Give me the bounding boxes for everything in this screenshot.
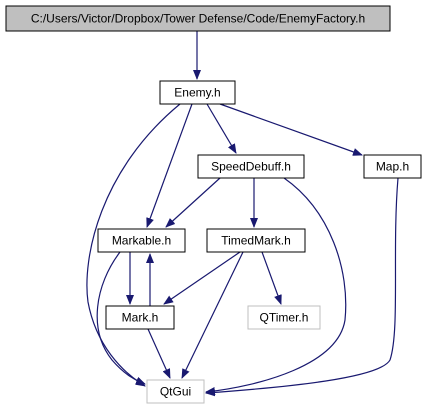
edge-enemy-to-map [219, 103, 363, 156]
node-map-label: Map.h [376, 160, 409, 174]
edge-timedmark-to-mark [163, 251, 241, 305]
edge-markable-to-qtgui [96, 251, 146, 385]
edge-map-to-qtgui [205, 177, 399, 397]
node-timedmark-box [206, 228, 306, 253]
node-map-box [363, 154, 422, 179]
graph-nodes: C:/Users/Victor/Dropbox/Tower Defense/Co… [5, 5, 422, 404]
node-root-label: C:/Users/Victor/Dropbox/Tower Defense/Co… [31, 12, 365, 26]
edge-mark-to-qtgui [147, 328, 171, 379]
edge-speeddebuff-to-markable [165, 177, 221, 228]
node-speeddebuff-box [197, 154, 305, 179]
node-markable-box [97, 228, 186, 253]
node-qtimer-box [247, 305, 321, 330]
node-speeddebuff-label: SpeedDebuff.h [211, 160, 291, 174]
edge-speeddebuff-to-qtgui [205, 177, 347, 395]
node-markable[interactable]: Markable.h [97, 228, 186, 253]
node-enemy-box [159, 80, 236, 105]
node-enemy-label: Enemy.h [174, 86, 220, 100]
edge-enemy-to-markable [146, 103, 193, 228]
node-timedmark-label: TimedMark.h [221, 234, 291, 248]
edge-timedmark-to-qtgui [181, 251, 244, 379]
node-qtgui-label: QtGui [160, 385, 191, 399]
node-qtimer: QTimer.h [247, 305, 321, 330]
node-qtimer-label: QTimer.h [260, 311, 309, 325]
node-enemy[interactable]: Enemy.h [159, 80, 236, 105]
graph-edges [86, 31, 399, 397]
edge-timedmark-to-qtimer [261, 251, 282, 305]
node-mark-label: Mark.h [122, 311, 159, 325]
node-qtgui-box [146, 379, 205, 404]
edge-enemy-to-qtgui [86, 103, 181, 387]
node-mark[interactable]: Mark.h [105, 305, 175, 330]
node-root[interactable]: C:/Users/Victor/Dropbox/Tower Defense/Co… [5, 5, 391, 32]
edge-enemy-to-speeddebuff [206, 103, 237, 154]
node-speeddebuff[interactable]: SpeedDebuff.h [197, 154, 305, 179]
node-markable-label: Markable.h [112, 234, 171, 248]
node-qtgui: QtGui [146, 379, 205, 404]
node-root-box [5, 5, 391, 32]
node-timedmark[interactable]: TimedMark.h [206, 228, 306, 253]
node-map[interactable]: Map.h [363, 154, 422, 179]
node-mark-box [105, 305, 175, 330]
